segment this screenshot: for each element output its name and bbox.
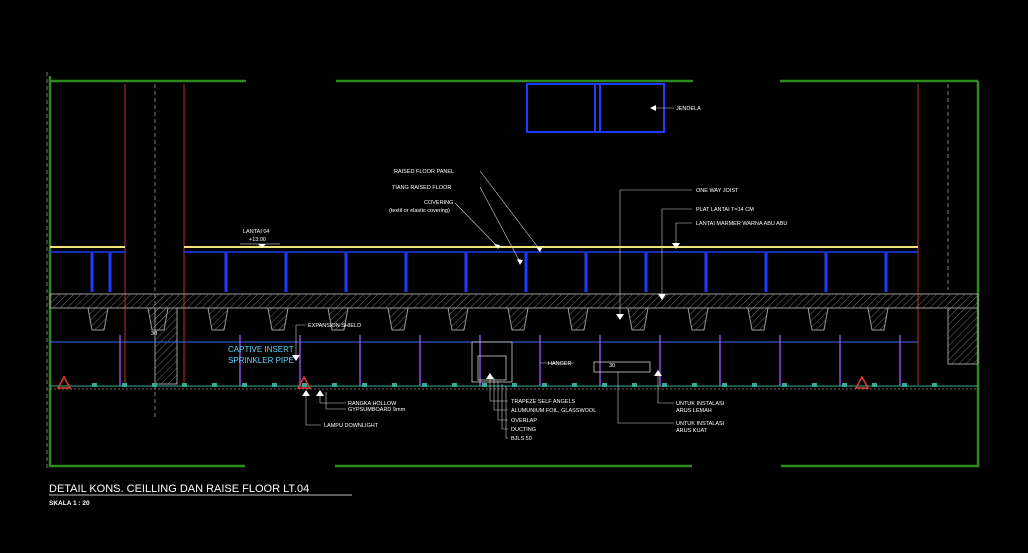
slab-rib	[87, 307, 109, 331]
ceiling-runner	[572, 383, 577, 387]
column-lines	[124, 84, 919, 385]
label-one-way-joist: ONE WAY JOIST	[696, 188, 739, 194]
ceiling-runner	[662, 383, 667, 387]
slab-rib	[267, 307, 289, 331]
label-jendela: JENDELA	[676, 106, 701, 112]
ceiling-runner	[152, 383, 157, 387]
raised-floor	[50, 246, 918, 292]
label-dim-30-right: 30	[609, 363, 615, 369]
slab-rib	[807, 307, 829, 331]
ceiling-runner	[512, 383, 517, 387]
ceiling-runner	[212, 383, 217, 387]
ceiling-runner	[422, 383, 427, 387]
label-arus-kuat-2: ARUS KUAT	[676, 428, 708, 434]
ceiling-runner	[872, 383, 877, 387]
slab-rib	[687, 307, 709, 331]
label-hanger: HANGER	[548, 361, 572, 367]
label-dim-30-left: 30	[151, 331, 157, 337]
ceiling-runner	[92, 383, 97, 387]
drawing-title: DETAIL KONS. CEILLING DAN RAISE FLOOR LT…	[49, 483, 309, 495]
slab-rib	[507, 307, 529, 331]
ceiling-runner	[902, 383, 907, 387]
label-gypsumboard: GYPSUMBOARD 9mm	[348, 407, 406, 413]
label-raised-floor-panel: RAISED FLOOR PANEL	[394, 169, 454, 175]
label-bjls: BJLS 50	[511, 436, 532, 442]
window-frame	[526, 83, 665, 133]
slab-rib	[447, 307, 469, 331]
slab-rib	[867, 307, 889, 331]
arrowheads	[292, 105, 680, 396]
ceiling-runner	[452, 383, 457, 387]
frame-border	[48, 76, 980, 468]
leader-lines	[295, 107, 692, 439]
slab-rib	[387, 307, 409, 331]
label-lantai-marmer: LANTAI MARMER WARNA ABU ABU	[696, 221, 787, 227]
slab-rib	[207, 307, 229, 331]
slab-rib	[327, 307, 349, 331]
ceiling-runner	[272, 383, 277, 387]
drawing-scale: SKALA 1 : 20	[49, 500, 90, 507]
slab-rib	[747, 307, 769, 331]
ceiling-runner	[602, 383, 607, 387]
ceiling-runner	[122, 383, 127, 387]
label-aluminium-foil: ALUMUNIUM FOIL, GLASSWOOL	[511, 408, 596, 414]
ceiling-runner	[302, 383, 307, 387]
sprinkler-pipe	[50, 335, 918, 386]
slab-rib	[567, 307, 589, 331]
label-arus-lemah-2: ARUS LEMAH	[676, 408, 712, 414]
ceiling-runner	[782, 383, 787, 387]
label-ducting: DUCTING	[511, 427, 536, 433]
label-plat-lantai: PLAT LANTAI T=14 CM	[696, 207, 754, 213]
concrete-slab	[49, 293, 979, 385]
label-tiang-raised-floor: TIANG RAISED FLOOR	[392, 185, 451, 191]
label-sprinkler-pipe: SPRINKLER PIPE	[228, 356, 294, 365]
ceiling-line	[50, 375, 978, 390]
level-marker: LANTAI 04 +13.00	[240, 229, 280, 248]
title-block: DETAIL KONS. CEILLING DAN RAISE FLOOR LT…	[49, 483, 352, 507]
ceiling-runner	[722, 383, 727, 387]
ceiling-runner	[332, 383, 337, 387]
ceiling-runner	[182, 383, 187, 387]
ceiling-runner	[752, 383, 757, 387]
ceiling-runner	[932, 383, 937, 387]
ceiling-runner	[362, 383, 367, 387]
slab-rib	[627, 307, 649, 331]
label-arus-kuat-1: UNTUK INSTALASI	[676, 421, 725, 427]
label-arus-lemah-1: UNTUK INSTALASI	[676, 401, 725, 407]
level-elevation: +13.00	[249, 237, 266, 243]
ceiling-runner	[692, 383, 697, 387]
downlight-icon	[56, 375, 870, 389]
ceiling-runner	[812, 383, 817, 387]
label-captive-insert: CAPTIVE INSERT	[228, 345, 294, 354]
ceiling-runner	[392, 383, 397, 387]
label-expansion-shield: EXPANSION SHIELD	[308, 323, 361, 329]
label-overlap: OVERLAP	[511, 418, 537, 424]
ducting	[471, 341, 651, 383]
label-trapeze: TRAPEZE SELF ANGELS	[511, 399, 576, 405]
ceiling-runner	[482, 383, 487, 387]
label-covering-sub: (textil or elastic covering)	[389, 208, 450, 214]
annotations: JENDELA RAISED FLOOR PANEL TIANG RAISED …	[151, 106, 787, 442]
ceiling-runner	[842, 383, 847, 387]
ceiling-runner	[632, 383, 637, 387]
label-lampu-downlight: LAMPU DOWNLIGHT	[324, 423, 379, 429]
label-covering: COVERING	[424, 200, 453, 206]
level-name: LANTAI 04	[243, 229, 270, 235]
label-rangka-hollow: RANGKA HOLLOW	[348, 401, 397, 407]
ceiling-runner	[542, 383, 547, 387]
ceiling-runner	[242, 383, 247, 387]
